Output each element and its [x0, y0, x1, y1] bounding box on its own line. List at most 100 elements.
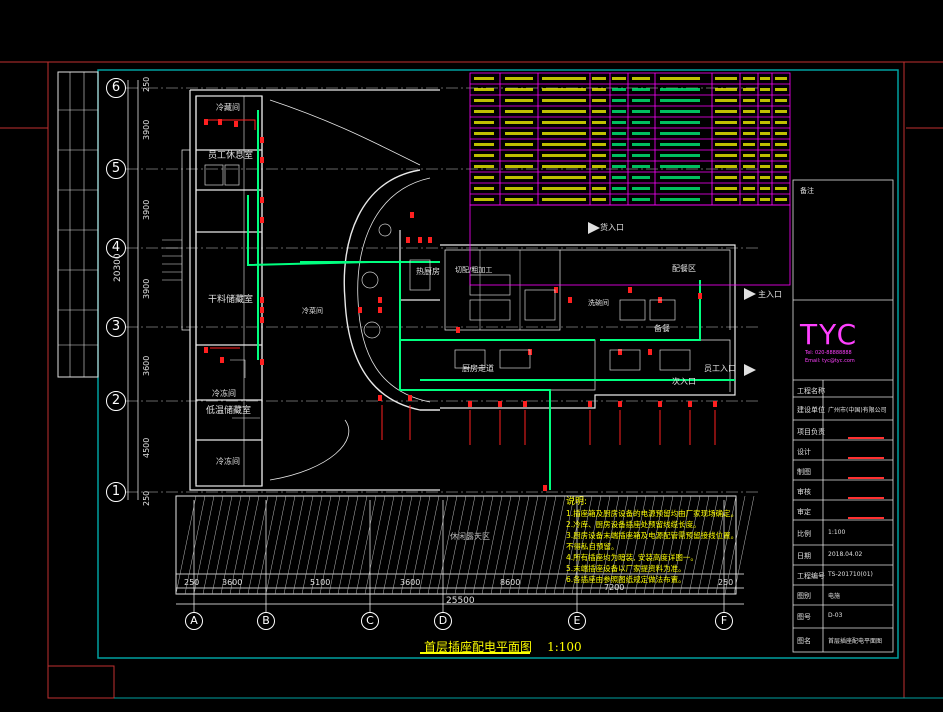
col-axis-F: F: [715, 612, 733, 630]
socket-device: [498, 401, 502, 407]
socket-device: [648, 349, 652, 355]
note-line: 3.厨房设备末端插座箱及电源配管需预留接线位置。: [566, 531, 739, 540]
tb-sheet-value: D-03: [828, 612, 843, 619]
room-delivery: 配餐区: [672, 264, 696, 273]
room-cold-1: 冷冻间: [212, 389, 236, 398]
col-axis-B: B: [257, 612, 275, 630]
col-axis-E: E: [568, 612, 586, 630]
tb-check-label: 审核: [797, 488, 811, 496]
row-axis-3: 3: [106, 317, 126, 337]
col-dim: 250: [184, 578, 200, 587]
notes-lines: 1.插座箱及厨房设备的电源预留均由厂家现场确定。2.冷库、厨房设备插座处预留线缆…: [566, 508, 738, 585]
socket-device: [378, 297, 382, 303]
tb-design-label: 设计: [797, 448, 811, 456]
entrance-main: 主入口: [758, 290, 782, 299]
col-dim: 8600: [500, 578, 521, 587]
socket-device: [543, 485, 547, 491]
socket-device: [378, 307, 382, 313]
socket-device: [260, 317, 264, 323]
col-axis-D: D: [434, 612, 452, 630]
tb-name-value: 首层插座配电平面图: [828, 638, 883, 645]
note-line: 6.各插座由参照图纸规定做法布置。: [566, 575, 686, 584]
socket-device: [220, 357, 224, 363]
socket-device: [418, 237, 422, 243]
notes-block: 说明: 1.插座箱及厨房设备的电源预留均由厂家现场确定。2.冷库、厨房设备插座处…: [566, 497, 738, 585]
row-dim: 4500: [142, 437, 151, 458]
room-prep: 切配/粗加工: [455, 266, 493, 274]
socket-device: [628, 287, 632, 293]
title-underline: [420, 652, 530, 654]
room-low-temp: 低温储藏室: [206, 406, 252, 416]
drawing-scale: 1:100: [547, 640, 582, 654]
row-axis-2: 2: [106, 391, 126, 411]
col-dim: 250: [718, 578, 734, 587]
room-hot-kitchen: 热厨房: [416, 267, 440, 276]
socket-device: [428, 237, 432, 243]
col-axis-C: C: [361, 612, 379, 630]
room-cold-2: 冷冻间: [216, 457, 240, 466]
socket-device: [378, 395, 382, 401]
tb-client-value: 广州市(中国)有限公司: [828, 407, 887, 414]
room-cold-dish: 冷菜间: [302, 307, 323, 315]
room-staff-changing: 员工休息室: [208, 151, 254, 161]
socket-device: [260, 307, 264, 313]
row-dim: 3900: [142, 278, 151, 299]
socket-device: [260, 359, 264, 365]
row-axis-1: 1: [106, 482, 126, 502]
col-axis-A: A: [185, 612, 203, 630]
note-line: 不得私自预留。: [566, 542, 619, 551]
socket-device: [523, 401, 527, 407]
socket-device: [554, 287, 558, 293]
tb-project-label: 工程名称: [797, 387, 825, 395]
socket-device: [260, 197, 264, 203]
socket-device: [358, 307, 362, 313]
room-kitchen-walkway: 厨房走道: [462, 364, 494, 373]
socket-device: [260, 217, 264, 223]
tb-date-label: 日期: [797, 552, 811, 560]
col-dim-total: 25500: [446, 596, 475, 606]
room-wash: 洗碗间: [588, 299, 609, 307]
socket-device: [406, 237, 410, 243]
tyc-tel: Tel: 020-88888888: [805, 350, 852, 356]
socket-device: [234, 121, 238, 127]
note-line: 4.所有插座均为暗装, 安装高度详图一。: [566, 553, 698, 562]
signature-mark: [848, 508, 884, 519]
tb-name-label: 图名: [797, 637, 811, 645]
socket-device: [588, 401, 592, 407]
tb-client-label: 建设单位: [797, 406, 825, 414]
tyc-email: Email: tyc@tyc.com: [805, 358, 855, 364]
socket-device: [698, 293, 702, 299]
socket-device: [410, 212, 414, 218]
col-dim-inner: 7200: [604, 583, 625, 592]
tb-approve-label: 审定: [797, 508, 811, 516]
room-dry-goods: 干料储藏室: [208, 295, 254, 305]
tb-date-value: 2018.04.02: [828, 551, 863, 558]
tb-scale-value: 1:100: [828, 529, 846, 536]
drawing-title: 首层插座配电平面图: [424, 640, 533, 654]
entrance-staff: 员工入口: [704, 364, 736, 373]
tb-proj-no-label: 工程编号: [797, 572, 825, 580]
drawing-title-block: 首层插座配电平面图 1:100: [424, 636, 582, 655]
room-cold-storage-top: 冷藏间: [216, 103, 240, 112]
socket-device: [568, 297, 572, 303]
row-dim: 3900: [142, 119, 151, 140]
entrance-second: 次入口: [672, 377, 696, 386]
socket-device: [688, 401, 692, 407]
socket-device: [658, 401, 662, 407]
signature-mark: [848, 488, 884, 499]
row-dim: 3600: [142, 355, 151, 376]
socket-device: [408, 395, 412, 401]
col-dim: 5100: [310, 578, 331, 587]
socket-device: [713, 401, 717, 407]
row-dim: 3900: [142, 199, 151, 220]
tb-lead-label: 项目负责: [797, 428, 825, 436]
signature-mark: [848, 448, 884, 459]
row-axis-5: 5: [106, 159, 126, 179]
tb-scale-label: 比例: [797, 530, 811, 538]
row-dim: 250: [142, 76, 151, 92]
signature-mark: [848, 468, 884, 479]
socket-device: [456, 327, 460, 333]
socket-device: [468, 401, 472, 407]
